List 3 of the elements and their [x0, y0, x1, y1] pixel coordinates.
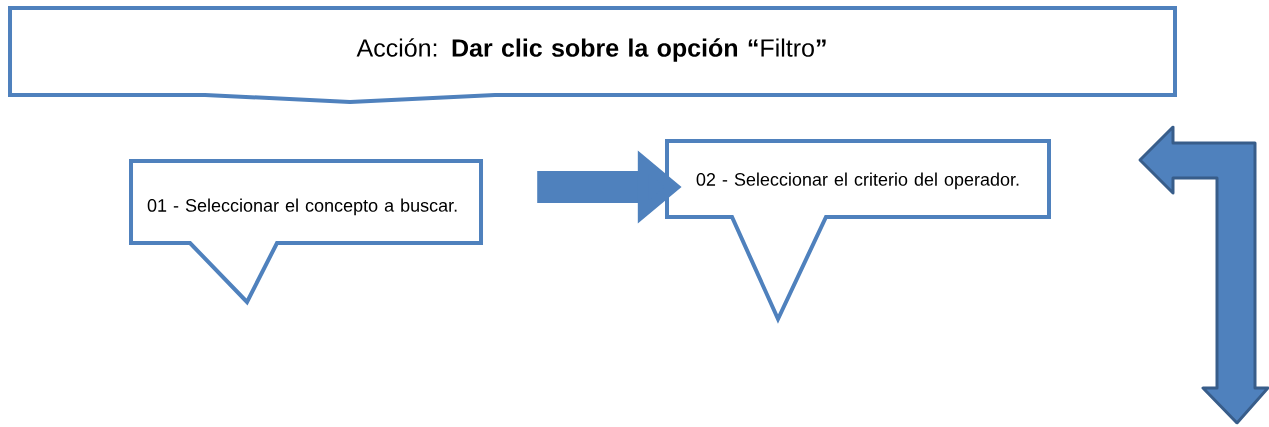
callout-box: 01 - Seleccionar el concepto a buscar. — [129, 159, 483, 306]
callout-box: Acción: Dar clic sobre la opción “Filtro” — [8, 6, 1177, 104]
callout-box: 02 - Seleccionar el criterio del operador. — [665, 139, 1051, 324]
